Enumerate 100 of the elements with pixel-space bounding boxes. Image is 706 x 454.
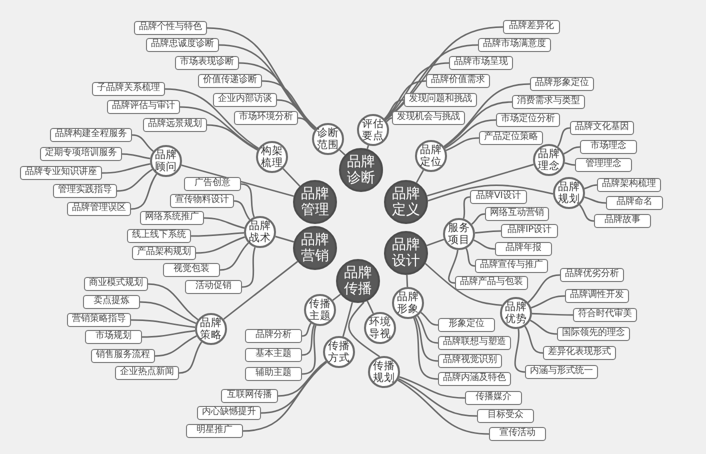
topic-tag: 差异化表现形式 [543, 346, 616, 360]
connector-line [530, 320, 558, 335]
topic-tag: 国际领先的理念 [557, 327, 630, 341]
topic-tag: 品牌命名 [606, 196, 663, 210]
subtopic-circle: 品牌形象 [392, 287, 424, 319]
subtopic-circle: 品牌优势 [500, 297, 532, 329]
connector-line [131, 319, 196, 328]
connector-line [398, 376, 466, 399]
topic-tag: 品牌形象定位 [530, 77, 594, 91]
topic-tag: 品牌联想与塑造 [438, 336, 511, 350]
topic-tag: 网络系统推广 [140, 211, 204, 225]
connector-line [342, 302, 354, 337]
connector-line [302, 324, 315, 356]
topic-tag: 市场规划 [85, 330, 142, 344]
subtopic-circle: 品牌战术 [244, 216, 276, 248]
connector-line [384, 62, 450, 120]
connector-line [563, 146, 580, 154]
topic-tag: 宣传活动 [489, 427, 546, 441]
topic-tag: 基本主题 [245, 348, 302, 362]
connector-line [384, 80, 426, 120]
topic-tag: 子品牌关系梳理 [92, 82, 165, 96]
topic-tag: 品牌架构梳理 [597, 178, 661, 192]
topic-tag: 品牌年报 [495, 242, 552, 256]
connector-line [204, 217, 245, 229]
topic-tag: 品牌管理误区 [67, 202, 131, 216]
connector-line [532, 312, 573, 316]
connector-line [557, 127, 570, 147]
connector-line [424, 262, 502, 306]
topic-tag: 发现机会与挑战 [392, 111, 465, 125]
topic-tag: 品牌产品与包装 [455, 276, 528, 290]
topic-tag: 内心缺憾提升 [197, 406, 261, 420]
connector-line [276, 99, 316, 130]
connector-line [462, 196, 470, 219]
topic-tag: 品牌内涵及特色 [438, 372, 511, 386]
topic-tag: 品牌调性开发 [565, 289, 629, 303]
connector-line [579, 204, 594, 222]
connector-line [339, 149, 346, 156]
connector-line [122, 153, 150, 160]
connector-line [428, 184, 554, 202]
topic-tag: 品牌文化基因 [570, 121, 634, 135]
connector-line [148, 283, 198, 320]
topic-tag: 互联网传播 [221, 389, 278, 403]
subtopic-circle: 环境导视 [364, 312, 396, 344]
connector-line [584, 196, 606, 204]
subtopic-circle: 服务项目 [443, 218, 475, 250]
connector-line [444, 119, 496, 149]
topic-tag: 价值传递诊断 [198, 74, 262, 88]
topic-tag: 符合时代审美 [573, 308, 637, 322]
connector-line [397, 379, 490, 435]
connector-line [302, 322, 312, 337]
topic-tag: 品牌IP设计 [501, 224, 558, 238]
connector-line [386, 117, 392, 122]
subtopic-circle: 构架梳理 [256, 141, 288, 173]
topic-tag: 品牌远景规划 [143, 118, 207, 132]
topic-tag: 传播媒介 [465, 391, 522, 405]
topic-tag: 品牌分析 [245, 329, 302, 343]
connector-line [420, 312, 438, 326]
topic-tag: 品牌故事 [594, 214, 651, 228]
connector-line [524, 326, 544, 354]
topic-tag: 品牌个性与特色 [134, 21, 207, 35]
connector-line [282, 168, 300, 187]
connector-line [102, 163, 150, 174]
subtopic-circle: 传播主题 [304, 294, 336, 326]
main-topic-circle: 品牌诊断 [339, 148, 383, 192]
main-topic-circle: 品牌设计 [384, 231, 428, 275]
topic-tag: 内涵与形式统一 [525, 365, 598, 379]
subtopic-circle: 品牌策略 [195, 313, 227, 345]
main-topic-circle: 品牌传播 [336, 259, 380, 303]
subtopic-circle: 传播方式 [323, 336, 355, 368]
topic-tag: 品牌差异化 [503, 20, 560, 34]
topic-tag: 产品定位策略 [479, 131, 543, 145]
connector-line [164, 88, 259, 150]
topic-tag: 视觉包装 [163, 263, 220, 277]
connector-line [530, 295, 566, 308]
connector-line [191, 232, 244, 237]
topic-tag: 管理实践指导 [53, 184, 117, 198]
connector-line [180, 106, 258, 150]
connector-line [130, 174, 158, 210]
topic-tag: 品牌专业知识讲座 [20, 166, 102, 180]
connector-line [414, 316, 438, 362]
connector-line [240, 183, 255, 218]
topic-tag: 营销策略指导 [67, 313, 131, 327]
topic-tag: 企业热点新闻 [115, 366, 179, 380]
topic-tag: 消费需求与类型 [512, 95, 585, 109]
connector-line [413, 318, 438, 380]
topic-tag: 品牌视觉识别 [438, 354, 502, 368]
connector-line [446, 137, 480, 152]
subtopic-circle: 评估要点 [357, 114, 389, 146]
subtopic-circle: 品牌定位 [415, 140, 447, 172]
topic-tag: 明星推广 [186, 424, 243, 438]
connector-line [278, 360, 326, 397]
connector-line [178, 342, 202, 374]
subtopic-circle: 品牌规划 [553, 177, 585, 209]
connector-line [154, 335, 197, 357]
topic-tag: 发现问题和挑战 [404, 93, 477, 107]
connector-line [426, 164, 534, 197]
topic-tag: 品牌忠诚度诊断 [146, 38, 219, 52]
topic-tag: 品牌价值需求 [426, 74, 490, 88]
topic-tag: 品牌VI设计 [470, 190, 527, 204]
topic-tag: 产品架构规划 [132, 246, 196, 260]
